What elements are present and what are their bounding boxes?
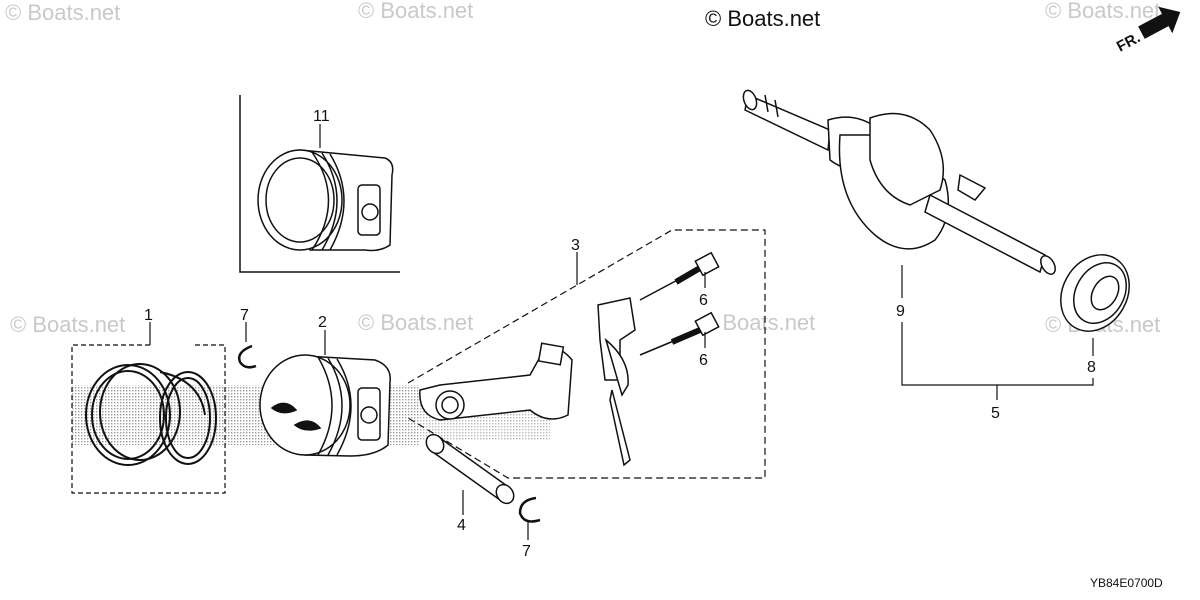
rod-bolt-upper <box>639 251 720 301</box>
connecting-rod <box>419 342 573 421</box>
callout-6-lower[interactable]: 6 <box>699 352 708 369</box>
piston-11 <box>257 149 394 252</box>
watermark: © Boats.net <box>358 0 473 23</box>
piston-2 <box>259 354 391 457</box>
copyright-text: © Boats.net <box>705 6 820 31</box>
callout-7-lower[interactable]: 7 <box>522 543 531 560</box>
callout-9[interactable]: 9 <box>896 303 905 320</box>
callout-4[interactable]: 3 <box>571 237 580 254</box>
callout-8[interactable]: 8 <box>1087 359 1096 376</box>
callout-2[interactable]: 2 <box>318 314 327 331</box>
watermark: © Boats.net <box>358 310 473 335</box>
callout-3[interactable]: 4 <box>457 517 466 534</box>
piston-ring-set-box <box>71 344 226 494</box>
callout-11[interactable]: 11 <box>313 108 330 125</box>
connecting-rod-assembly-box <box>407 229 766 479</box>
direction-label: FR. <box>1114 29 1143 55</box>
callout-6-upper[interactable]: 6 <box>699 292 708 309</box>
crankshaft-bearing <box>1060 254 1130 332</box>
callout-1[interactable]: 1 <box>144 307 153 324</box>
piston-assembly-box <box>239 95 400 273</box>
watermark: © Boats.net <box>5 0 120 25</box>
connecting-rod-cap <box>597 297 636 467</box>
piston-rings-1 <box>85 363 217 466</box>
watermark: © Boats.net <box>10 312 125 337</box>
diagram-code: YB84E0700D <box>1090 576 1163 590</box>
piston-pin-clip-upper <box>238 344 257 369</box>
watermark: © Boats.net <box>700 310 815 335</box>
crankshaft <box>742 89 1056 275</box>
watermark: © Boats.net <box>1045 0 1160 23</box>
callout-7-upper[interactable]: 7 <box>240 307 249 324</box>
rod-bolt-lower <box>639 311 720 356</box>
callout-5[interactable]: 5 <box>991 405 1000 422</box>
piston-pin <box>425 433 515 505</box>
piston-pin-clip-lower <box>518 496 541 523</box>
